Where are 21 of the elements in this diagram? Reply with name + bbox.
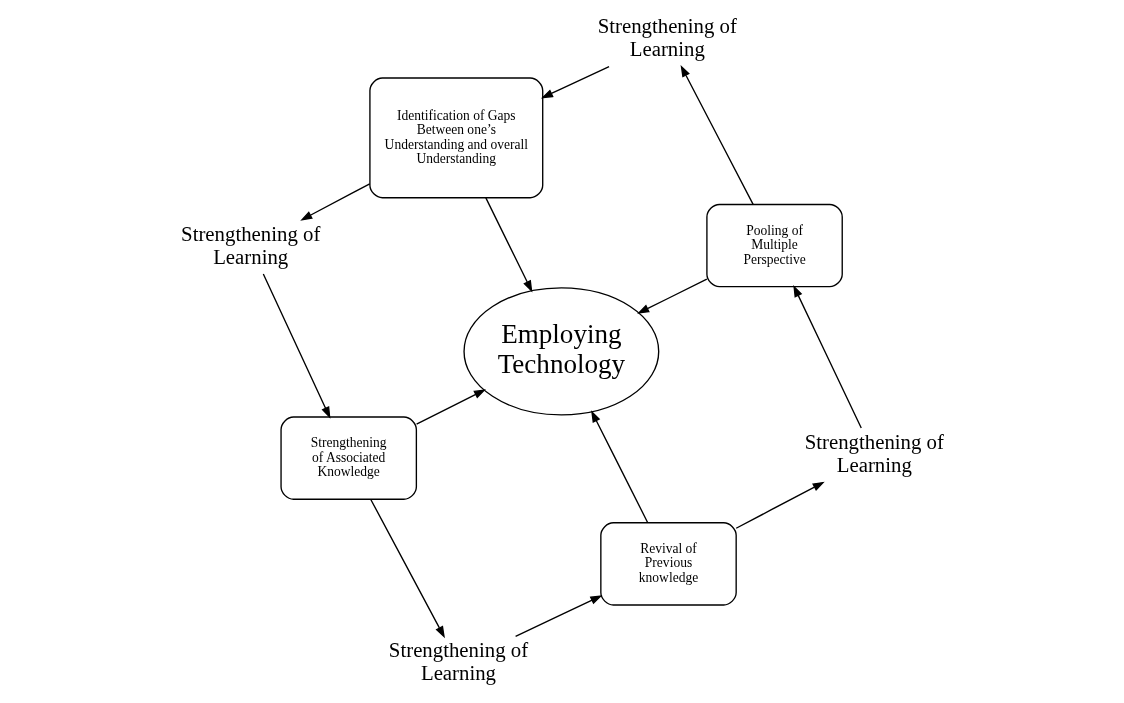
node-box: Revival of Previous knowledge	[599, 522, 737, 606]
arrow	[262, 273, 330, 419]
arrow	[680, 64, 754, 205]
arrow	[792, 284, 862, 429]
arrow	[540, 65, 610, 99]
node-ellipse: Employing Technology	[462, 287, 659, 416]
arrow	[590, 410, 648, 524]
node-box: Identification of Gaps Between one’s Understanding and overall Understanding	[368, 77, 543, 199]
arrow	[415, 389, 486, 425]
node-text: Strengthening of Learning	[180, 221, 320, 269]
arrow	[484, 197, 532, 293]
node-text: Strengthening of Learning	[388, 638, 528, 686]
node-box: Strengthening of Associated Knowledge	[279, 416, 417, 500]
node-box: Pooling of Multiple Perspective	[705, 203, 843, 288]
node-text: Strengthening of Learning	[804, 430, 944, 478]
arrow	[369, 499, 445, 639]
arrow	[514, 595, 602, 638]
arrow	[636, 278, 707, 314]
node-text: Strengthening of Learning	[597, 14, 737, 62]
arrow	[735, 481, 825, 529]
arrow	[299, 183, 370, 221]
